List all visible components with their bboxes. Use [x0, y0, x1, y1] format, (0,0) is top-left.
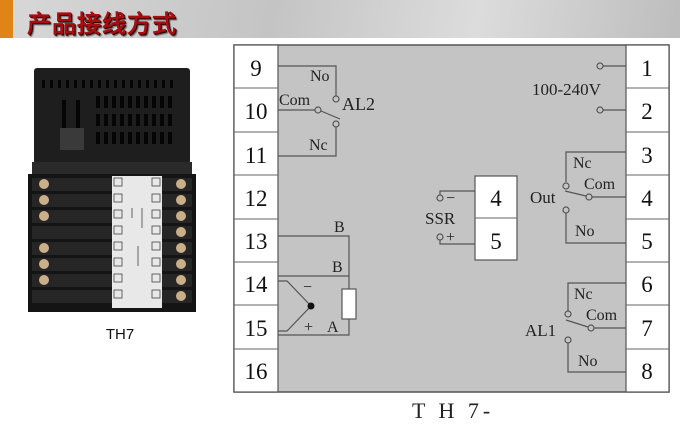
terminal-9: 9 — [250, 56, 262, 81]
out-com-label: Com — [584, 176, 616, 193]
terminal-5: 5 — [641, 229, 653, 254]
diagram-panel — [233, 44, 670, 393]
out-nc-label: Nc — [573, 155, 592, 172]
input-a-label: A — [327, 319, 339, 336]
al1-name-label: AL1 — [525, 321, 556, 340]
terminal-16: 16 — [245, 359, 268, 384]
input-plus-label: + — [304, 319, 313, 336]
al2-nc-label: Nc — [309, 137, 328, 154]
al1-no-label: No — [578, 353, 598, 370]
terminal-10: 10 — [245, 99, 268, 124]
al1-nc-label: Nc — [574, 286, 593, 303]
product-label: TH7 — [105, 326, 135, 343]
left-terminal-column: 9 10 11 12 13 14 15 16 — [233, 44, 279, 393]
al2-no-label: No — [310, 68, 330, 85]
section-title: 产品接线方式 — [27, 10, 177, 38]
terminal-7: 7 — [641, 316, 653, 341]
terminal-4: 4 — [641, 186, 653, 211]
section-header: 产品接线方式 — [0, 0, 680, 38]
right-terminal-column: 1 2 3 4 5 6 7 8 — [625, 44, 670, 393]
product-image — [28, 68, 196, 312]
terminal-3: 3 — [641, 143, 653, 168]
input-b2-label: B — [332, 259, 343, 276]
terminal-15: 15 — [245, 316, 268, 341]
ssr-name-label: SSR — [425, 209, 456, 228]
terminal-11: 11 — [245, 143, 267, 168]
ssr-terminals: 4 5 — [474, 175, 518, 261]
input-b1-label: B — [334, 219, 345, 236]
al2-name-label: AL2 — [342, 94, 375, 114]
terminal-2: 2 — [641, 99, 653, 124]
out-no-label: No — [575, 223, 595, 240]
diagram-caption: T H 7- — [412, 398, 495, 423]
terminal-6: 6 — [641, 272, 653, 297]
power-voltage-label: 100-240V — [532, 80, 602, 99]
out-name-label: Out — [530, 188, 556, 207]
al2-com-label: Com — [279, 92, 311, 109]
input-minus-label: − — [303, 279, 312, 296]
terminal-14: 14 — [245, 272, 269, 297]
ssr-plus-label: + — [446, 229, 455, 246]
terminal-1: 1 — [641, 56, 653, 81]
terminal-12: 12 — [245, 186, 268, 211]
ssr-terminal-4: 4 — [490, 186, 502, 211]
ssr-terminal-5: 5 — [490, 229, 502, 254]
thermocouple-junction-dot — [307, 302, 315, 310]
header-accent-bar — [0, 0, 13, 38]
al1-com-label: Com — [586, 307, 618, 324]
ssr-minus-label: − — [446, 190, 455, 207]
terminal-13: 13 — [245, 229, 268, 254]
terminal-8: 8 — [641, 359, 653, 384]
